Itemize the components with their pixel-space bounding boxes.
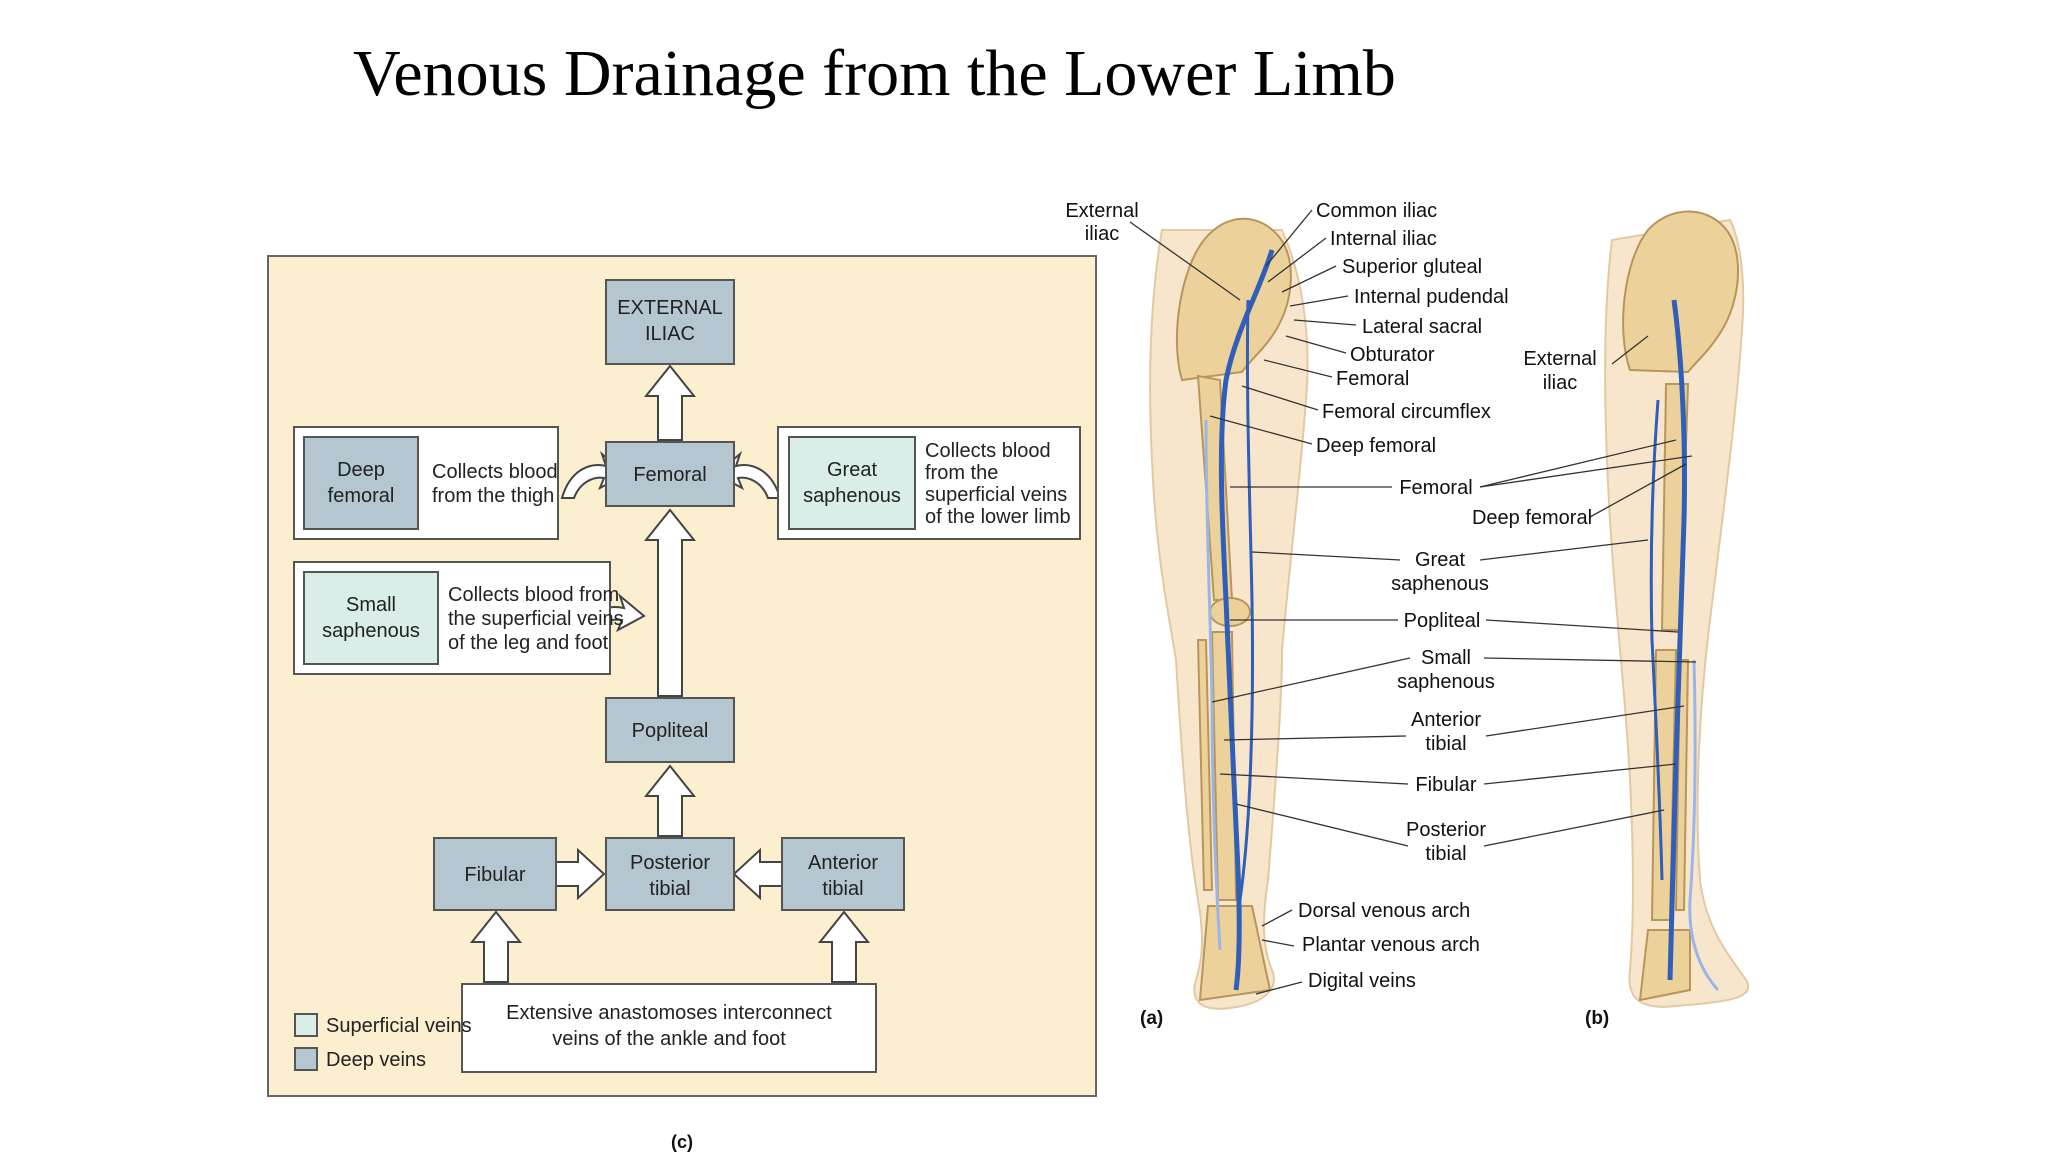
pelvis-a: [1175, 217, 1292, 382]
label-a-deep-femoral: Deep femoral: [1316, 435, 1436, 457]
label-mid-posterior-tibial-1: Posterior: [1406, 819, 1486, 841]
box-anterior-tibial: [781, 837, 905, 911]
label-b-external-iliac-1: External: [1523, 348, 1596, 370]
label-anterior-tibial-2: tibial: [822, 878, 863, 900]
arrow-fibular-to-posterior-tibial: [555, 847, 606, 901]
box-anastomoses: [461, 983, 877, 1073]
vein-small-saphenous-b: [1688, 659, 1720, 992]
arrow-femoral-to-iliac: [643, 364, 697, 441]
label-small-saphenous-1: Small: [346, 594, 396, 616]
label-a-dorsal-venous-arch: Dorsal venous arch: [1298, 900, 1470, 922]
box-fibular: [433, 837, 557, 911]
desc-small-saphenous-3: of the leg and foot: [448, 632, 609, 654]
leg-anterior-view: [1149, 217, 1309, 1010]
label-mid-anterior-tibial-2: tibial: [1425, 733, 1466, 755]
legend-deep: Deep veins: [326, 1049, 426, 1071]
vein-femoral-b: [1667, 299, 1687, 981]
label-anterior-tibial-1: Anterior: [808, 852, 878, 874]
fibula-a: [1196, 639, 1214, 891]
label-external-iliac-1: EXTERNAL: [617, 297, 723, 319]
heel-b: [1638, 929, 1691, 1002]
label-anastomoses-1: Extensive anastomoses interconnect: [506, 1002, 832, 1024]
desc-deep-femoral-2: from the thigh: [432, 485, 554, 507]
label-a-plantar-venous-arch: Plantar venous arch: [1302, 934, 1480, 956]
label-deep-femoral-2: femoral: [328, 485, 395, 507]
desc-small-saphenous-2: the superficial veins: [448, 608, 624, 630]
patella-a: [1209, 597, 1251, 627]
label-a-internal-iliac: Internal iliac: [1330, 228, 1437, 250]
desc-small-saphenous-1: Collects blood from: [448, 584, 619, 606]
label-small-saphenous-2: saphenous: [322, 620, 420, 642]
vein-great-saphenous-a: [1238, 299, 1254, 901]
box-posterior-tibial: [605, 837, 735, 911]
box-small-saphenous: [303, 571, 439, 665]
label-posterior-tibial-1: Posterior: [630, 852, 710, 874]
legend-swatch-deep: [294, 1047, 318, 1071]
label-a-external-iliac-1: External: [1065, 200, 1138, 222]
label-a-internal-pudendal: Internal pudendal: [1354, 286, 1509, 308]
label-b-external-iliac-2: iliac: [1543, 372, 1577, 394]
box-external-iliac: [605, 279, 735, 365]
desc-great-saphenous-1: Collects blood: [925, 440, 1051, 462]
label-a-femoral-circumflex: Femoral circumflex: [1322, 401, 1491, 423]
panel-label-a: (a): [1140, 1008, 1163, 1029]
box-deep-femoral: [303, 436, 419, 530]
box-popliteal: [605, 697, 735, 763]
desc-great-saphenous-3: superficial veins: [925, 484, 1067, 506]
label-fibular: Fibular: [464, 864, 525, 886]
arrow-posterior-tibial-to-popliteal: [643, 764, 697, 837]
label-anastomoses-2: veins of the ankle and foot: [552, 1028, 786, 1050]
label-a-external-iliac-2: iliac: [1085, 223, 1119, 245]
label-mid-anterior-tibial-1: Anterior: [1411, 709, 1481, 731]
label-mid-small-saphenous-1: Small: [1421, 647, 1471, 669]
legend-superficial: Superficial veins: [326, 1015, 472, 1037]
slide-title: Venous Drainage from the Lower Limb: [353, 37, 1396, 110]
desc-deep-femoral-1: Collects blood: [432, 461, 558, 483]
label-a-superior-gluteal: Superior gluteal: [1342, 256, 1482, 278]
label-mid-great-saphenous-2: saphenous: [1391, 573, 1489, 595]
leader-lines: [1129, 209, 1697, 995]
label-mid-popliteal: Popliteal: [1404, 610, 1481, 632]
label-mid-great-saphenous-1: Great: [1415, 549, 1465, 571]
arrow-anastomoses-to-fibular: [469, 910, 523, 983]
label-a-digital-veins: Digital veins: [1308, 970, 1416, 992]
label-external-iliac-2: ILIAC: [645, 323, 695, 345]
vein-deep-a: [1204, 419, 1222, 951]
panel-label-b: (b): [1585, 1008, 1609, 1029]
label-a-obturator: Obturator: [1350, 344, 1435, 366]
arrow-anterior-tibial-to-posterior-tibial: [732, 847, 783, 901]
vein-femoral-a: [1218, 249, 1275, 991]
label-mid-posterior-tibial-2: tibial: [1425, 843, 1466, 865]
label-mid-fibular: Fibular: [1415, 774, 1476, 796]
box-femoral: [605, 441, 735, 507]
label-a-femoral: Femoral: [1336, 368, 1409, 390]
label-posterior-tibial-2: tibial: [649, 878, 690, 900]
legend-swatch-superficial: [294, 1013, 318, 1037]
desc-great-saphenous-4: of the lower limb: [925, 506, 1071, 528]
label-a-lateral-sacral: Lateral sacral: [1362, 316, 1482, 338]
label-a-common-iliac: Common iliac: [1316, 200, 1437, 222]
arrow-popliteal-to-femoral: [643, 508, 697, 697]
label-deep-femoral-1: Deep: [337, 459, 385, 481]
label-great-saphenous-1: Great: [827, 459, 877, 481]
desc-great-saphenous-2: from the: [925, 462, 998, 484]
vein-great-saphenous-b: [1649, 399, 1664, 881]
panel-label-c: (c): [671, 1132, 693, 1152]
arrow-anastomoses-to-anterior-tibial: [817, 910, 871, 983]
label-popliteal: Popliteal: [632, 720, 709, 742]
label-b-deep-femoral: Deep femoral: [1472, 507, 1592, 529]
label-mid-small-saphenous-2: saphenous: [1397, 671, 1495, 693]
label-great-saphenous-2: saphenous: [803, 485, 901, 507]
box-great-saphenous: [788, 436, 916, 530]
leg-posterior-view: [1604, 210, 1750, 1008]
pelvis-b: [1622, 210, 1739, 374]
label-femoral: Femoral: [633, 464, 706, 486]
label-mid-femoral: Femoral: [1399, 477, 1472, 499]
